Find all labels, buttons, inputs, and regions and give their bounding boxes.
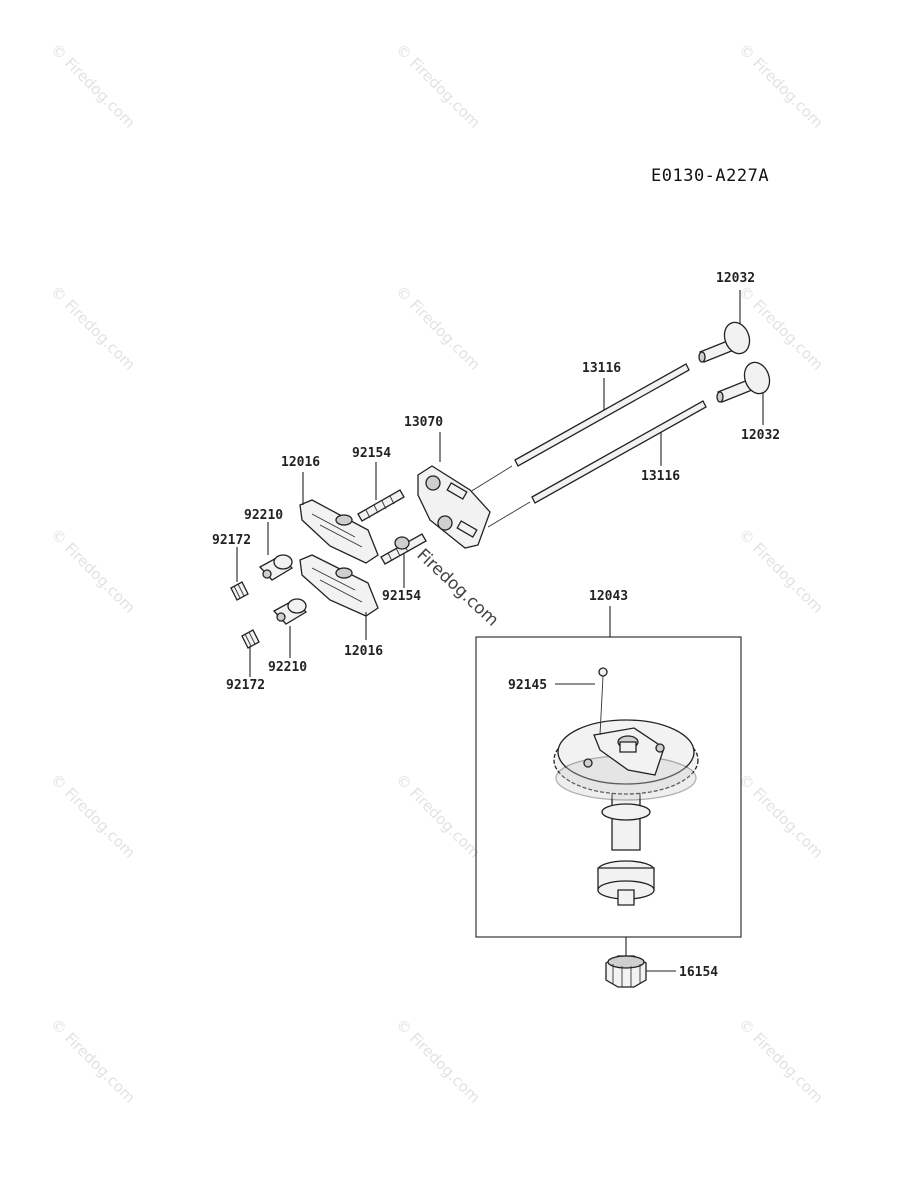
pivot-nut-lower[interactable] xyxy=(272,598,308,625)
watermark: © Firedog.com xyxy=(47,282,139,374)
plate[interactable] xyxy=(417,465,491,549)
spring-clip[interactable] xyxy=(598,667,608,736)
part-label-13070[interactable]: 13070 xyxy=(404,415,443,430)
reference-code: E0130-A227A xyxy=(651,166,769,186)
part-label-12016[interactable]: 12016 xyxy=(344,644,383,659)
overlay-watermark: Firedog.com xyxy=(413,545,503,631)
set-screw-lower[interactable] xyxy=(241,629,260,649)
assembly-box xyxy=(475,636,742,938)
watermark: © Firedog.com xyxy=(392,1015,484,1107)
watermark: © Firedog.com xyxy=(47,525,139,617)
valve-upper[interactable] xyxy=(698,319,754,363)
part-label-92154[interactable]: 92154 xyxy=(352,446,391,461)
watermark: © Firedog.com xyxy=(735,770,827,862)
set-screw-upper[interactable] xyxy=(230,581,249,601)
part-label-92210[interactable]: 92210 xyxy=(244,508,283,523)
part-label-12016[interactable]: 12016 xyxy=(281,455,320,470)
small-gear[interactable] xyxy=(605,955,647,988)
watermark: © Firedog.com xyxy=(735,1015,827,1107)
watermark: © Firedog.com xyxy=(735,525,827,617)
watermark: © Firedog.com xyxy=(47,770,139,862)
part-label-12032[interactable]: 12032 xyxy=(741,428,780,443)
watermark: © Firedog.com xyxy=(392,40,484,132)
part-label-92154[interactable]: 92154 xyxy=(382,589,421,604)
part-label-12032[interactable]: 12032 xyxy=(716,271,755,286)
watermark: © Firedog.com xyxy=(47,1015,139,1107)
part-label-92210[interactable]: 92210 xyxy=(268,660,307,675)
watermark: © Firedog.com xyxy=(47,40,139,132)
part-label-13116[interactable]: 13116 xyxy=(641,469,680,484)
watermark: © Firedog.com xyxy=(392,282,484,374)
watermark: © Firedog.com xyxy=(392,770,484,862)
valve-lower[interactable] xyxy=(716,359,774,403)
rocker-arm-upper[interactable] xyxy=(299,499,379,564)
part-label-13116[interactable]: 13116 xyxy=(582,361,621,376)
push-rod-upper[interactable] xyxy=(514,363,690,467)
part-label-92145[interactable]: 92145 xyxy=(508,678,547,693)
rocker-arm-lower[interactable] xyxy=(299,554,379,617)
watermark: © Firedog.com xyxy=(735,40,827,132)
pivot-nut-upper[interactable] xyxy=(258,554,294,581)
camshaft-gear[interactable] xyxy=(553,719,699,906)
stud-upper[interactable] xyxy=(357,489,405,522)
watermark: © Firedog.com xyxy=(735,282,827,374)
stud-lower[interactable] xyxy=(380,533,427,565)
part-label-92172[interactable]: 92172 xyxy=(226,678,265,693)
push-rod-lower[interactable] xyxy=(531,400,707,504)
part-label-12043[interactable]: 12043 xyxy=(589,589,628,604)
part-label-16154[interactable]: 16154 xyxy=(679,965,718,980)
part-label-92172[interactable]: 92172 xyxy=(212,533,251,548)
